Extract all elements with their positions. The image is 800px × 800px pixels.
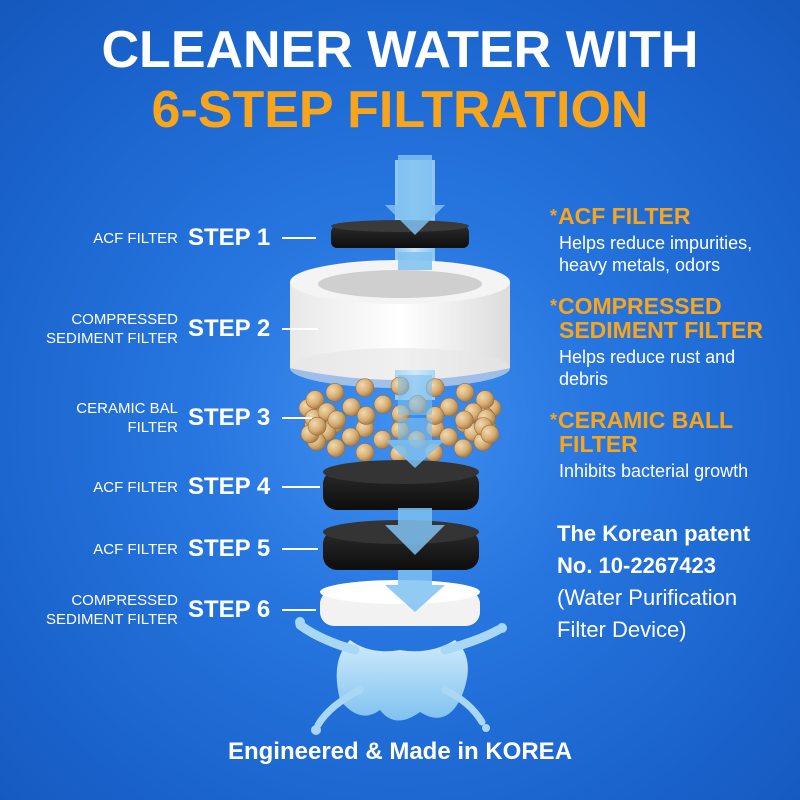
step-2-label: STEP 2: [188, 315, 271, 342]
step-3-leader-line: [282, 417, 312, 419]
ceramic-ball: [475, 390, 495, 409]
ceramic-ball: [355, 443, 375, 462]
ceramic-ball: [342, 397, 361, 417]
ceramic-ball: [373, 394, 393, 414]
step-6-label: STEP 6: [188, 596, 271, 623]
step3-ceramic-balls: [298, 376, 502, 464]
info-acf-filter: *ACF FILTER Helps reduce impurities,heav…: [550, 203, 753, 275]
step-6-leader-line: [282, 609, 316, 611]
ceramic-ball: [307, 416, 327, 436]
ceramic-ball: [355, 378, 375, 398]
ceramic-ball: [480, 424, 500, 444]
headline-line-2: 6-STEP FILTRATION: [151, 81, 649, 139]
step-1-leader-line: [282, 237, 316, 239]
step-4-description: ACF FILTER: [93, 478, 178, 496]
water-flow-arrow-icon: [385, 155, 445, 612]
ceramic-ball: [455, 383, 475, 402]
headline-line-1: CLEANER WATER WITH: [101, 21, 699, 79]
ceramic-ball: [373, 430, 392, 449]
step-4-label: STEP 4: [188, 473, 271, 500]
ceramic-ball: [439, 427, 458, 447]
step-1-label: STEP 1: [188, 224, 271, 251]
footer-tagline: Engineered & Made in KOREA: [227, 738, 573, 765]
step-5-description: ACF FILTER: [93, 540, 178, 558]
ceramic-ball: [439, 397, 459, 417]
ceramic-ball: [356, 406, 376, 425]
ceramic-ball: [327, 410, 347, 430]
step-5-label: STEP 5: [188, 535, 271, 562]
ceramic-ball: [325, 383, 345, 402]
step-row-4: ACF FILTER STEP 4: [0, 462, 330, 512]
step-1-description: ACF FILTER: [93, 229, 178, 247]
step-3-label: STEP 3: [188, 404, 271, 431]
step-5-leader-line: [282, 548, 318, 550]
ceramic-ball: [305, 390, 325, 409]
step-2-leader-line: [282, 328, 318, 330]
ceramic-ball: [454, 410, 474, 430]
step-row-5: ACF FILTER STEP 5: [0, 524, 330, 574]
ceramic-ball: [341, 427, 361, 447]
ceramic-ball: [453, 438, 473, 458]
step1-acf-disc: [331, 220, 469, 248]
step2-compressed-sediment-ring: [290, 260, 510, 388]
water-splash-icon: [295, 617, 507, 735]
patent-note: The Korean patent No. 10-2267423 (Water …: [557, 521, 751, 642]
step-4-leader-line: [282, 486, 320, 488]
step-row-1: ACF FILTER STEP 1: [0, 213, 330, 263]
step4-acf-disc: [323, 460, 479, 510]
ceramic-ball: [326, 438, 346, 458]
